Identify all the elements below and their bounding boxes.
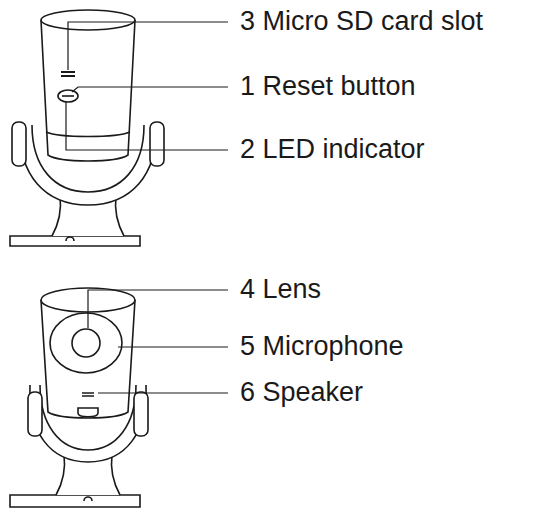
camera-rear-view xyxy=(10,10,228,246)
camera-front-view xyxy=(10,288,228,507)
part-label: 4 Lens xyxy=(240,275,321,305)
part-label: 2 LED indicator xyxy=(240,135,425,165)
part-label: 5 Microphone xyxy=(240,332,404,362)
part-label: 1 Reset button xyxy=(240,72,416,102)
part-label: 6 Speaker xyxy=(240,378,363,408)
part-label: 3 Micro SD card slot xyxy=(240,7,483,37)
